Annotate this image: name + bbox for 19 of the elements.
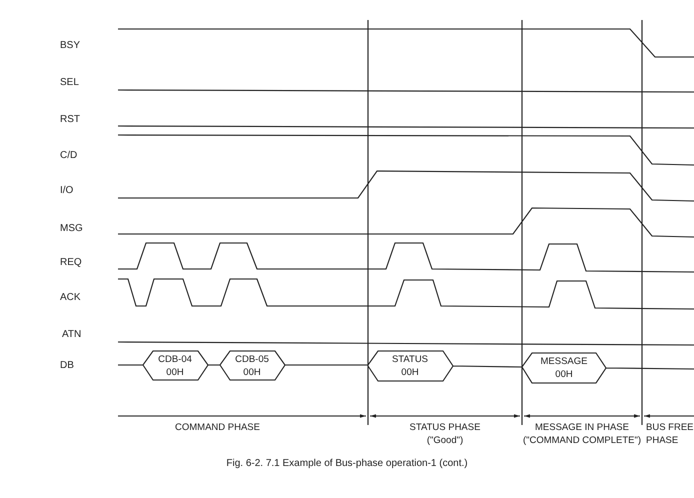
- phase-name: COMMAND PHASE: [175, 421, 261, 434]
- figure-caption: Fig. 6-2. 7.1 Example of Bus-phase operation-1 (cont.): [225, 458, 469, 469]
- phase-name: STATUS PHASE ("Good"): [408, 421, 482, 447]
- signal-name: SEL: [60, 76, 79, 89]
- bus-value: MESSAGE 00H: [540, 355, 588, 381]
- bus-value: CDB-05 00H: [234, 353, 270, 379]
- signal-name: ACK: [60, 291, 81, 304]
- signal-name: RST: [60, 113, 80, 126]
- bus-value: CDB-04 00H: [157, 353, 193, 379]
- signal-name: REQ: [60, 256, 82, 269]
- signal-name: C/D: [60, 149, 78, 162]
- phase-name: MESSAGE IN PHASE ("COMMAND COMPLETE"): [522, 421, 642, 447]
- phase-name: BUS FREE PHASE: [646, 421, 694, 447]
- signal-name: ATN: [62, 328, 82, 341]
- signal-name: MSG: [60, 222, 83, 235]
- signal-name: I/O: [60, 184, 74, 197]
- bus-value: STATUS 00H: [390, 353, 430, 379]
- signal-name: BSY: [60, 39, 80, 52]
- signal-name: DB: [60, 359, 74, 372]
